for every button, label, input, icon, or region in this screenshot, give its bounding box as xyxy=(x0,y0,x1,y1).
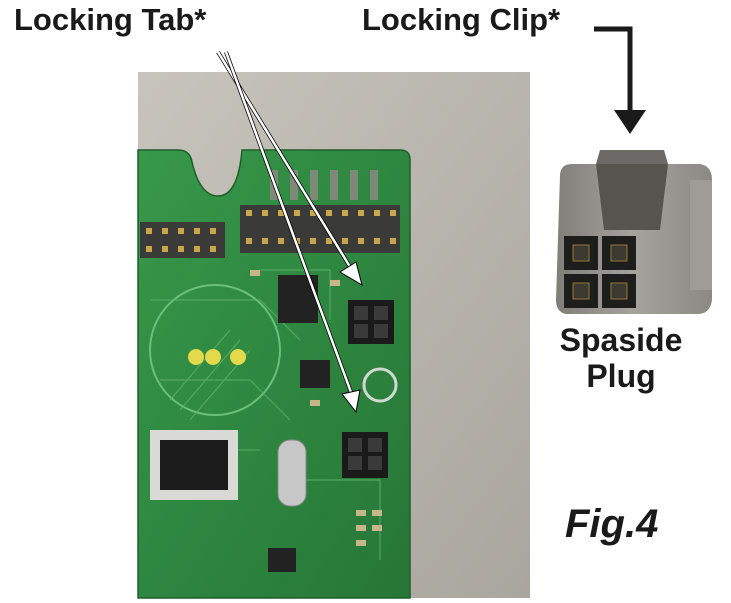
pin-header-left xyxy=(140,222,225,258)
ic-small-bottom xyxy=(268,548,296,572)
crystal-oscillator xyxy=(277,439,307,507)
smd-components xyxy=(250,270,382,546)
pin-headers-top xyxy=(240,170,400,253)
ic-small-mid xyxy=(300,360,330,388)
locking-clip-label: Locking Clip* xyxy=(362,2,561,37)
plug-sockets xyxy=(564,236,636,308)
pcb-photo xyxy=(137,72,530,599)
locking-clip-arrow xyxy=(594,26,646,134)
locking-tab-arrows xyxy=(216,50,363,414)
plug-label-line1: Spaside xyxy=(559,322,683,358)
spaside-plug xyxy=(556,150,712,314)
pcb-traces xyxy=(150,269,381,560)
pcb-connector-lower xyxy=(342,432,388,478)
silkscreen-ring xyxy=(149,284,281,416)
spaside-plug-label: Spaside Plug xyxy=(540,322,702,394)
pcb-connector-upper xyxy=(348,300,394,344)
ic-microcontroller xyxy=(150,430,238,500)
locking-tab-label: Locking Tab* xyxy=(14,2,207,37)
plug-label-line2: Plug xyxy=(586,358,656,394)
mounting-hole xyxy=(362,367,398,403)
test-pads xyxy=(188,349,246,365)
figure-caption: Fig.4 xyxy=(565,502,659,546)
